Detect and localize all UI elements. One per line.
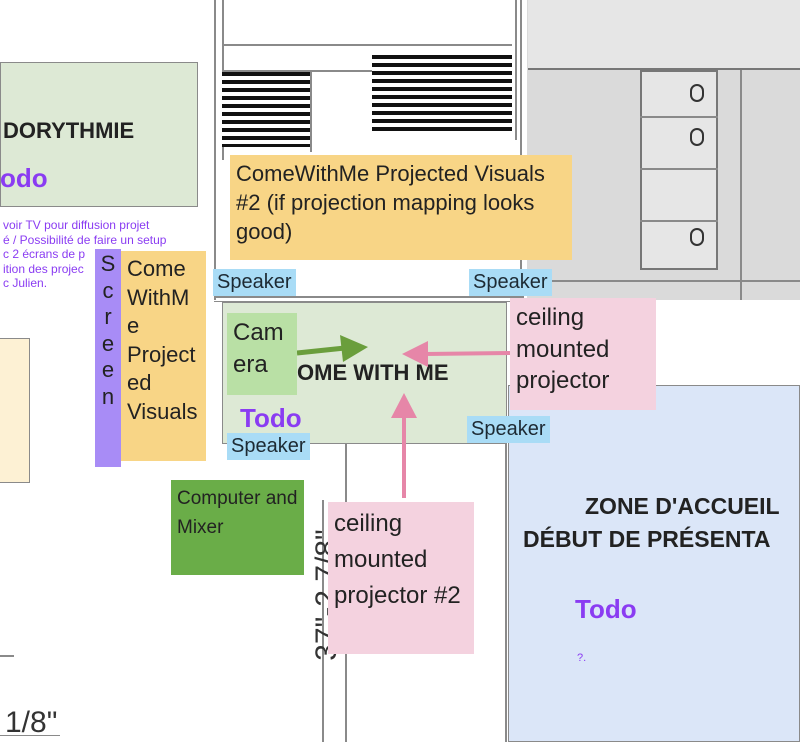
wall-line [310,72,312,152]
eurythmie-notes: voir TV pour diffusion projet é / Possib… [3,218,193,291]
wall-line [214,0,216,300]
note-computer-mixer: Computer and Mixer [171,480,304,575]
note-camera: Cam era [227,313,297,395]
stall-divider [640,220,718,222]
note-line: voir TV pour diffusion projet [3,218,150,232]
toilet-icon [690,128,704,146]
note-line: ition des projec [3,261,84,276]
room-accueil-note: ?. [577,652,587,664]
screen-letter: c [102,277,114,303]
room-yellow-partial [0,338,30,483]
wall-line [222,44,512,46]
wall-line [214,301,524,302]
note-screen: S c r e e n [95,249,121,467]
projector-2-arrow [391,393,417,498]
note-ceiling-projector-2: ceiling mounted projector #2 [328,502,474,654]
screen-letter: S [100,251,116,276]
screen-letter: e [101,357,115,382]
room-accueil [508,385,800,742]
note-line: c Julien. [3,276,48,290]
note-line: é / Possibilité de faire un setup [3,232,167,247]
note-ceiling-projector: ceiling mounted projector [510,298,656,410]
room-eurythmie-title: DORYTHMIE [3,118,135,143]
speaker-label: Speaker [227,433,310,460]
room-eurythmie-todo: odo [0,163,48,193]
room-accueil-title-1: ZONE D'ACCUEIL [585,493,780,519]
speaker-label: Speaker [467,416,550,443]
wall-line [505,440,507,742]
stall-divider [640,116,718,118]
room-come-with-me-todo: Todo [240,403,302,433]
room-accueil-todo: Todo [575,594,637,624]
wall-line [222,70,372,72]
wall-line [322,500,324,742]
wall-line [527,280,800,282]
restroom-stalls [640,70,718,270]
stall-divider [640,168,718,170]
stair-hatching [222,72,310,147]
camera-arrow [296,335,368,362]
screen-letter: e [101,330,115,356]
note-projected-visuals-2: ComeWithMe Projected Visuals #2 (if proj… [230,155,572,260]
wall-line [515,0,517,140]
wall-line [740,70,742,300]
wall-line [520,0,522,300]
wall-line [0,655,14,657]
wall-line [214,296,524,298]
toilet-icon [690,84,704,102]
screen-letter: n [101,383,115,409]
room-eurythmie [0,62,198,207]
note-projected-visuals: Come WithM e Project ed Visuals [121,251,206,461]
screen-letter: r [104,304,112,329]
restroom-inner [528,0,800,70]
projector-arrow [402,341,513,367]
note-line: c 2 écrans de p [3,247,86,261]
wall-line [0,735,60,736]
speaker-label: Speaker [469,269,552,296]
toilet-icon [690,228,704,246]
speaker-label: Speaker [213,269,296,296]
dimension-bottom: 1/8" [5,706,58,739]
room-accueil-title-2: DÉBUT DE PRÉSENTA [523,526,771,552]
stair-hatching [372,55,512,135]
